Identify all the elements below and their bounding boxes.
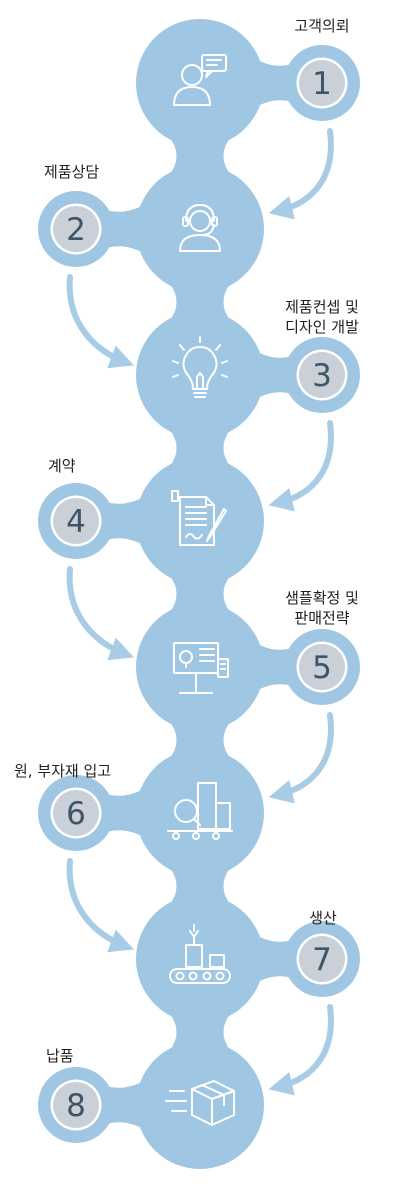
flow-arrow	[268, 420, 334, 512]
production-conveyor-icon	[169, 924, 231, 984]
step-circle-2	[136, 165, 264, 293]
step-label-6: 원, 부자재 입고	[14, 761, 164, 781]
lightbulb-icon	[172, 336, 228, 398]
step-number-5: 5	[312, 650, 332, 686]
number-badge	[53, 1082, 99, 1128]
step-label-line: 판매전략	[294, 609, 350, 627]
step-circle-7	[136, 895, 264, 1023]
step-number-4: 4	[66, 504, 86, 540]
flow-arrow	[66, 566, 134, 661]
step-circle-4	[136, 457, 264, 585]
number-badge	[299, 60, 345, 106]
number-badge	[53, 790, 99, 836]
step-label-4: 계약	[48, 456, 128, 476]
step-label-7: 생산	[278, 908, 368, 928]
headset-consultant-icon	[179, 204, 221, 252]
number-badge	[299, 352, 345, 398]
flow-arrow	[66, 274, 134, 369]
warehouse-inspection-icon	[167, 782, 233, 840]
number-badge	[299, 936, 345, 982]
step-circle-3	[136, 311, 264, 439]
delivery-box-icon	[165, 1080, 235, 1126]
step-label-line: 계약	[48, 457, 76, 475]
flow-arrow	[268, 128, 334, 220]
step-label-line: 제품상담	[44, 163, 100, 181]
flow-arrow	[268, 1004, 334, 1096]
icons-layer	[165, 54, 235, 1126]
step-circle-1	[136, 19, 264, 147]
arrows-layer	[66, 128, 334, 1096]
step-number-3: 3	[312, 358, 332, 394]
number-badge	[53, 498, 99, 544]
step-number-2: 2	[66, 212, 86, 248]
number-badges-layer: 1 2 3 4 5 6 7 8	[50, 57, 348, 1131]
step-label-line: 제품컨셉 및	[285, 298, 359, 316]
step-label-8: 납품	[46, 1046, 126, 1066]
flow-arrow	[268, 712, 334, 804]
step-circle-6	[136, 749, 264, 877]
contract-sign-icon	[171, 490, 227, 546]
step-number-7: 7	[312, 942, 332, 978]
step-label-line: 납품	[46, 1047, 74, 1065]
step-label-line: 고객의뢰	[294, 17, 350, 35]
step-number-1: 1	[312, 66, 332, 102]
step-label-1: 고객의뢰	[272, 16, 372, 36]
step-circle-5	[136, 603, 264, 731]
step-number-6: 6	[66, 796, 86, 832]
step-label-line: 디자인 개발	[285, 318, 359, 336]
presentation-board-icon	[173, 642, 229, 694]
step-label-line: 원, 부자재 입고	[14, 762, 112, 780]
step-label-line: 생산	[309, 909, 337, 927]
step-label-line: 샘플확정 및	[285, 589, 359, 607]
number-badge	[299, 644, 345, 690]
flow-arrow	[66, 858, 134, 953]
number-badge	[53, 206, 99, 252]
customer-request-icon	[173, 54, 227, 106]
step-circle-8	[136, 1041, 264, 1169]
step-number-8: 8	[66, 1088, 86, 1124]
step-label-2: 제품상담	[44, 162, 164, 182]
